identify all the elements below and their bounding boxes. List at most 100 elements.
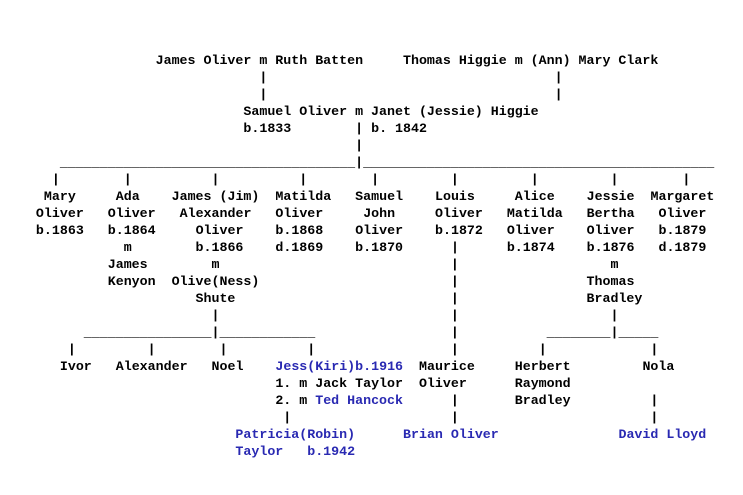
person-b-1868: b.1868 (275, 223, 324, 238)
tree-row: | | | | | | | | | (4, 171, 743, 188)
person-m: m (610, 257, 619, 272)
tree-row: | | (4, 69, 743, 86)
tree-connector: | (211, 172, 220, 187)
tree-row: m b.1866 d.1869 b.1870 | b.1874 b.1876 d… (4, 239, 743, 256)
tree-row: b.1833 | b. 1842 (4, 120, 743, 137)
person-oliver: Oliver (195, 223, 244, 238)
person-samuel-oliver-m-janet-jessie-higgie: Samuel Oliver m Janet (Jessie) Higgie (243, 104, 539, 119)
person-samuel: Samuel (355, 189, 404, 204)
person-david-lloyd[interactable]: David Lloyd (618, 427, 707, 442)
tree-connector: | (650, 410, 659, 425)
person-bertha: Bertha (586, 206, 635, 221)
family-tree-diagram: James Oliver m Ruth Batten Thomas Higgie… (4, 53, 743, 460)
person-james: James (107, 257, 148, 272)
person-oliver: Oliver (275, 206, 324, 221)
tree-connector: | (450, 308, 459, 323)
person-ted-hancock[interactable]: Ted Hancock (315, 393, 403, 408)
tree-connector: _____________________________________|__… (59, 155, 715, 170)
tree-connector: | (650, 393, 659, 408)
tree-connector: | (211, 308, 220, 323)
tree-row: ________________|____________ | ________… (4, 324, 743, 341)
tree-row: _____________________________________|__… (4, 154, 743, 171)
person-john: John (363, 206, 396, 221)
tree-connector: | (219, 342, 228, 357)
person-jessie: Jessie (586, 189, 635, 204)
tree-connector: | (554, 87, 563, 102)
person-jess-kiri-b-1916[interactable]: Jess(Kiri)b.1916 (275, 359, 404, 374)
tree-connector: | (450, 172, 459, 187)
person-2-m: 2. m (275, 393, 316, 408)
tree-connector: | (355, 121, 364, 136)
person-oliver: Oliver (586, 223, 635, 238)
tree-connector: | (67, 342, 76, 357)
tree-connector: | (450, 342, 459, 357)
tree-connector: | (123, 172, 132, 187)
tree-connector: | (450, 240, 459, 255)
person-mary: Mary (43, 189, 76, 204)
person-maurice: Maurice (419, 359, 475, 374)
tree-row: 2. m Ted Hancock | Bradley | (4, 392, 743, 409)
person-oliver: Oliver (435, 206, 483, 221)
person-b-1872: b.1872 (435, 223, 483, 238)
tree-connector: | (283, 410, 292, 425)
tree-connector: ________________|____________ (83, 325, 316, 340)
person-thomas-higgie-m-ann-mary-clark: Thomas Higgie m (Ann) Mary Clark (402, 53, 659, 68)
person-nola: Nola (642, 359, 675, 374)
person-b-1833: b.1833 (243, 121, 292, 136)
person-oliver: Oliver (35, 206, 84, 221)
person-ivor: Ivor (59, 359, 92, 374)
person-patricia-robin[interactable]: Patricia(Robin) (235, 427, 356, 442)
tree-row: Shute | Bradley (4, 290, 743, 307)
person-noel: Noel (211, 359, 244, 374)
tree-connector: | (307, 342, 316, 357)
tree-row: 1. m Jack Taylor Oliver Raymond (4, 375, 743, 392)
person-matilda: Matilda (506, 206, 563, 221)
tree-row: Oliver Oliver Alexander Oliver John Oliv… (4, 205, 743, 222)
tree-row: | | | | | | | (4, 341, 743, 358)
tree-connector: | (538, 342, 547, 357)
tree-connector: | (450, 393, 459, 408)
tree-connector: | (371, 172, 380, 187)
person-b-1863: b.1863 (35, 223, 84, 238)
person-oliver: Oliver (506, 223, 555, 238)
tree-connector: | (450, 410, 459, 425)
person-alexander: Alexander (179, 206, 252, 221)
tree-row: b.1863 b.1864 Oliver b.1868 Oliver b.187… (4, 222, 743, 239)
tree-row: Ivor Alexander Noel Jess(Kiri)b.1916 Mau… (4, 358, 743, 375)
person-shute: Shute (195, 291, 236, 306)
person-kenyon: Kenyon (107, 274, 156, 289)
person-ada: Ada (115, 189, 140, 204)
person-b-1866: b.1866 (195, 240, 244, 255)
person-oliver: Oliver (658, 206, 707, 221)
person-bradley: Bradley (586, 291, 643, 306)
tree-row: | | | (4, 409, 743, 426)
tree-connector: | (610, 308, 619, 323)
tree-connector: | (450, 291, 459, 306)
tree-connector: | (147, 342, 156, 357)
person-b-1879: b.1879 (658, 223, 707, 238)
tree-connector: | (355, 138, 364, 153)
person-taylor-b-1942[interactable]: Taylor b.1942 (235, 444, 356, 459)
tree-row: | (4, 137, 743, 154)
tree-connector: | (450, 274, 459, 289)
person-d-1869: d.1869 (275, 240, 324, 255)
tree-connector: | (530, 172, 539, 187)
tree-connector: | (51, 172, 60, 187)
tree-row: Kenyon Olive(Ness) | Thomas (4, 273, 743, 290)
person-brian-oliver[interactable]: Brian Oliver (403, 427, 499, 442)
person-thomas: Thomas (586, 274, 635, 289)
person-alexander: Alexander (115, 359, 188, 374)
person-james-jim: James (Jim) (171, 189, 260, 204)
tree-row: | | (4, 86, 743, 103)
tree-row: Taylor b.1942 (4, 443, 743, 460)
person-raymond: Raymond (514, 376, 571, 391)
person-matilda: Matilda (275, 189, 332, 204)
person-b-1874: b.1874 (506, 240, 555, 255)
tree-connector: | (682, 172, 691, 187)
tree-connector: | (554, 70, 563, 85)
tree-connector: | (650, 342, 659, 357)
person-b-1842: b. 1842 (371, 121, 427, 136)
person-oliver: Oliver (355, 223, 404, 238)
tree-row: Mary Ada James (Jim) Matilda Samuel Loui… (4, 188, 743, 205)
